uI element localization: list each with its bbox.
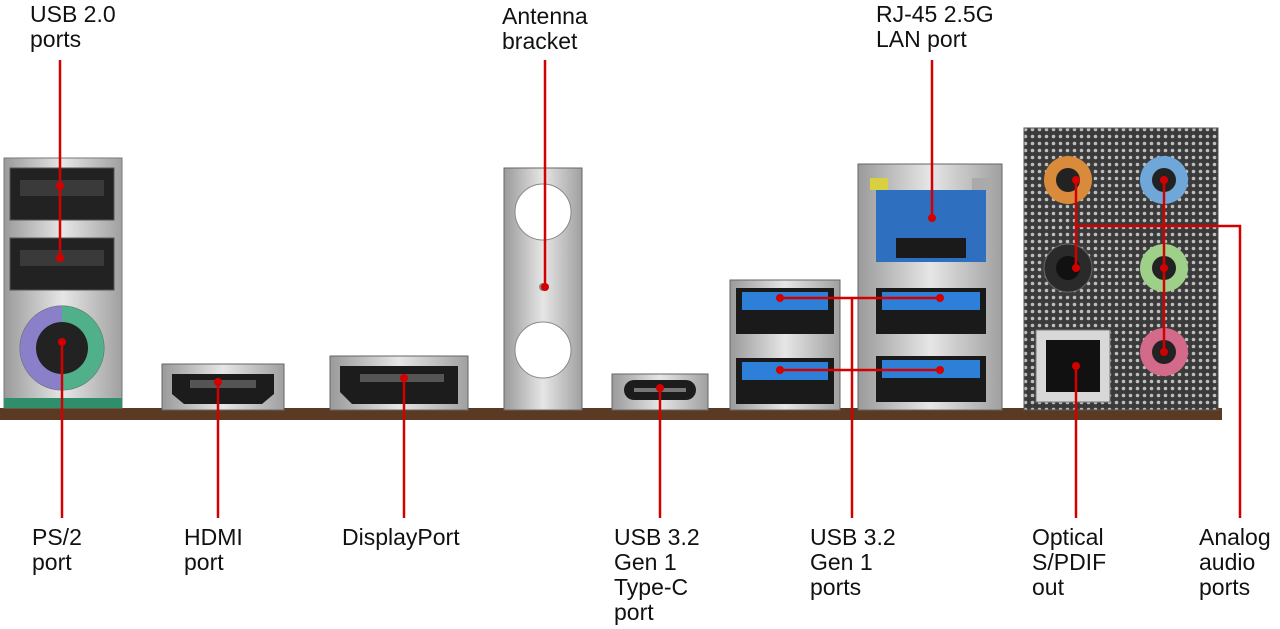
rj45-usb32-stack xyxy=(857,163,1003,411)
antenna-bracket xyxy=(503,167,583,411)
label-analog-audio-ports: Analog audio ports xyxy=(1199,524,1271,600)
label-antenna-bracket: Antenna bracket xyxy=(502,3,588,54)
label-displayport: DisplayPort xyxy=(342,524,460,550)
label-ps2-port: PS/2 port xyxy=(32,524,82,575)
label-optical-spdif: Optical S/PDIF out xyxy=(1032,524,1107,600)
usb2-ps2-stack xyxy=(3,157,123,409)
label-usb20-ports: USB 2.0 ports xyxy=(30,1,116,52)
label-usb32-ports: USB 3.2 Gen 1 ports xyxy=(810,524,896,600)
usb32-stack-left xyxy=(729,279,841,411)
label-hdmi-port: HDMI port xyxy=(184,524,243,575)
usb-type-c-connector xyxy=(611,373,709,411)
audio-block xyxy=(1023,127,1219,411)
displayport-connector xyxy=(329,355,469,411)
label-rj45-lan-port: RJ-45 2.5G LAN port xyxy=(876,1,994,52)
motherboard-edge xyxy=(0,408,1222,420)
label-usb-type-c-port: USB 3.2 Gen 1 Type-C port xyxy=(614,524,700,625)
hdmi-connector xyxy=(161,363,285,411)
